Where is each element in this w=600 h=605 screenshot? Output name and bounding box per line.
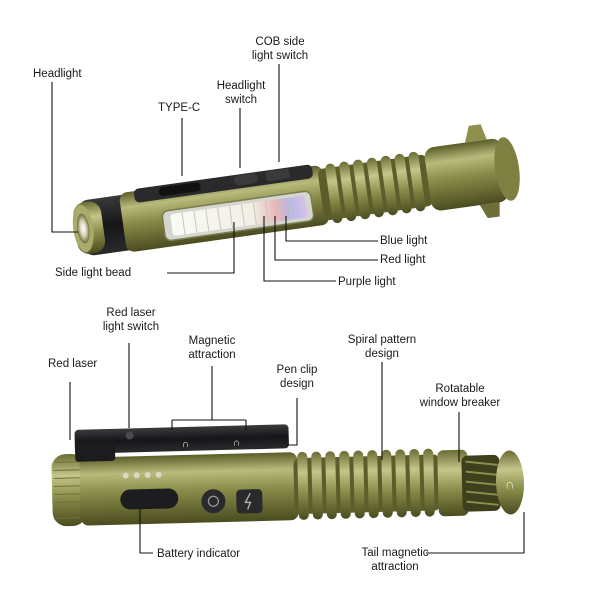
tail-magnet-icon: ∩ xyxy=(505,476,515,491)
label-cob-switch: COB side light switch xyxy=(240,35,320,63)
label-spiral-line1: Spiral pattern xyxy=(347,334,417,346)
bottom-round-button xyxy=(201,489,226,514)
leader-purple-light xyxy=(263,216,336,282)
window-breaker-ring xyxy=(437,449,469,517)
label-magnetic-line1: Magnetic xyxy=(188,335,236,347)
label-red-laser-switch-line1: Red laser xyxy=(106,307,156,319)
bottom-head-knurl xyxy=(51,453,87,527)
label-headlight-switch: Headlight switch xyxy=(205,79,277,107)
top-tail-cap xyxy=(424,138,509,211)
label-battery-indicator: Battery indicator xyxy=(157,548,241,560)
label-rotatable-line1: Rotatable xyxy=(435,383,485,395)
label-magnetic-attraction: Magnetic attraction xyxy=(176,334,248,362)
headlight-lens xyxy=(76,213,90,244)
cob-switch-button xyxy=(265,168,290,182)
label-purple-light: Purple light xyxy=(338,276,396,288)
bottom-square-button xyxy=(236,489,263,514)
leader-magnetic-bracket xyxy=(171,419,247,430)
headlight-switch-button xyxy=(234,173,258,186)
bottom-spiral-grip xyxy=(293,448,441,520)
label-headlight-switch-line1: Headlight xyxy=(216,80,266,92)
leader-tail-magnetic xyxy=(426,512,525,554)
battery-dot-1 xyxy=(122,472,129,479)
label-rotatable-window-breaker: Rotatable window breaker xyxy=(408,382,512,410)
top-spiral-grip xyxy=(318,151,433,224)
top-flashlight xyxy=(72,124,520,256)
label-magnetic-line2: attraction xyxy=(188,349,236,361)
bottom-leaders xyxy=(69,343,525,554)
label-red-laser: Red laser xyxy=(48,358,98,370)
label-pen-clip-line1: Pen clip xyxy=(276,364,318,376)
label-tail-magnetic-line2: attraction xyxy=(371,561,419,573)
label-headlight: Headlight xyxy=(33,68,82,80)
top-tail-spike xyxy=(465,124,487,143)
battery-dot-3 xyxy=(144,471,151,478)
label-tail-magnetic-line1: Tail magnetic xyxy=(361,547,429,559)
label-spiral-line2: design xyxy=(365,348,399,360)
label-pen-clip-line2: design xyxy=(280,378,314,390)
leader-red-light xyxy=(274,216,378,261)
red-laser-housing xyxy=(74,440,116,462)
label-red-laser-switch: Red laser light switch xyxy=(93,306,169,334)
label-rotatable-line2: window breaker xyxy=(419,397,501,409)
label-cob-switch-line1: COB side xyxy=(255,36,305,48)
label-side-light-bead: Side light bead xyxy=(55,267,132,279)
label-blue-light: Blue light xyxy=(380,235,428,247)
cob-leds xyxy=(170,195,308,236)
top-tail-end xyxy=(494,137,520,201)
magnet-icon-right: ∩ xyxy=(233,438,240,449)
bottom-type-c-port xyxy=(120,488,179,510)
red-laser-switch xyxy=(125,431,134,440)
tail-end-cap xyxy=(495,450,525,515)
label-tail-magnetic: Tail magnetic attraction xyxy=(355,546,435,574)
leader-pen-clip xyxy=(286,398,298,446)
battery-dot-2 xyxy=(133,472,140,479)
label-spiral-pattern: Spiral pattern design xyxy=(336,333,428,361)
label-red-laser-switch-line2: light switch xyxy=(102,321,160,333)
magnet-icon-left: ∩ xyxy=(182,439,189,450)
type-c-port xyxy=(158,182,201,197)
top-leaders xyxy=(51,64,378,282)
bottom-main-body xyxy=(79,452,299,526)
label-type-c: TYPE-C xyxy=(158,102,201,114)
tail-spring-coils xyxy=(465,460,499,506)
bottom-flashlight: ∩ ∩ xyxy=(51,424,525,527)
label-cob-switch-line2: light switch xyxy=(251,50,309,62)
top-tail-spike-lower xyxy=(479,202,500,219)
leader-battery xyxy=(139,508,153,554)
battery-dot-4 xyxy=(155,471,162,478)
label-headlight-switch-line2: switch xyxy=(225,94,257,106)
leader-headlight xyxy=(51,82,78,233)
label-red-light: Red light xyxy=(380,254,426,266)
leader-blue-light xyxy=(285,216,378,242)
cob-led-dividers xyxy=(181,197,293,235)
leader-side-light-bead xyxy=(167,222,235,274)
label-pen-clip: Pen clip design xyxy=(264,363,330,391)
